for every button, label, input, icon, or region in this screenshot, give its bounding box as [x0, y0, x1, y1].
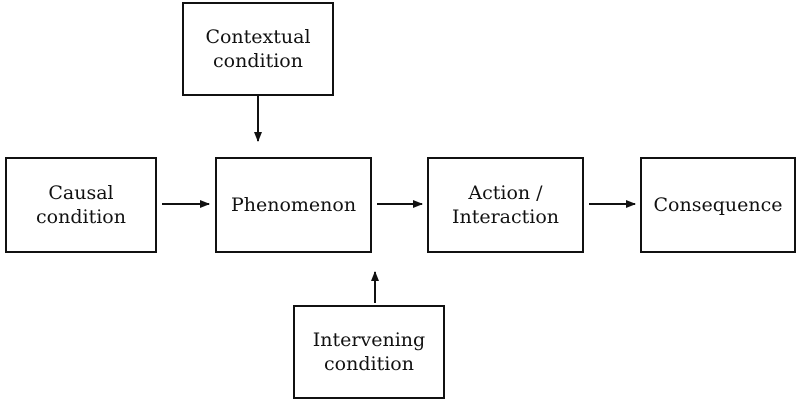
consequence-label: Consequence [653, 194, 783, 216]
contextual-condition-box: Contextual condition [182, 2, 334, 96]
consequence-box: Consequence [640, 157, 796, 253]
causal-condition-box: Causal condition [5, 157, 157, 253]
action-interaction-box: Action / Interaction [427, 157, 584, 253]
contextual-condition-label-line-2: condition [213, 50, 303, 72]
causal-condition-label-line-1: Causal [48, 182, 114, 204]
action-interaction-label-line-1: Action / [468, 182, 543, 204]
contextual-condition-label-line-1: Contextual [205, 26, 311, 48]
intervening-condition-label-line-2: condition [324, 353, 414, 375]
phenomenon-box: Phenomenon [215, 157, 372, 253]
causal-condition-label-line-2: condition [36, 206, 126, 228]
action-interaction-label-line-2: Interaction [451, 206, 560, 228]
phenomenon-label: Phenomenon [230, 194, 357, 216]
intervening-condition-box: Intervening condition [293, 305, 445, 399]
intervening-condition-label-line-1: Intervening [312, 329, 426, 351]
